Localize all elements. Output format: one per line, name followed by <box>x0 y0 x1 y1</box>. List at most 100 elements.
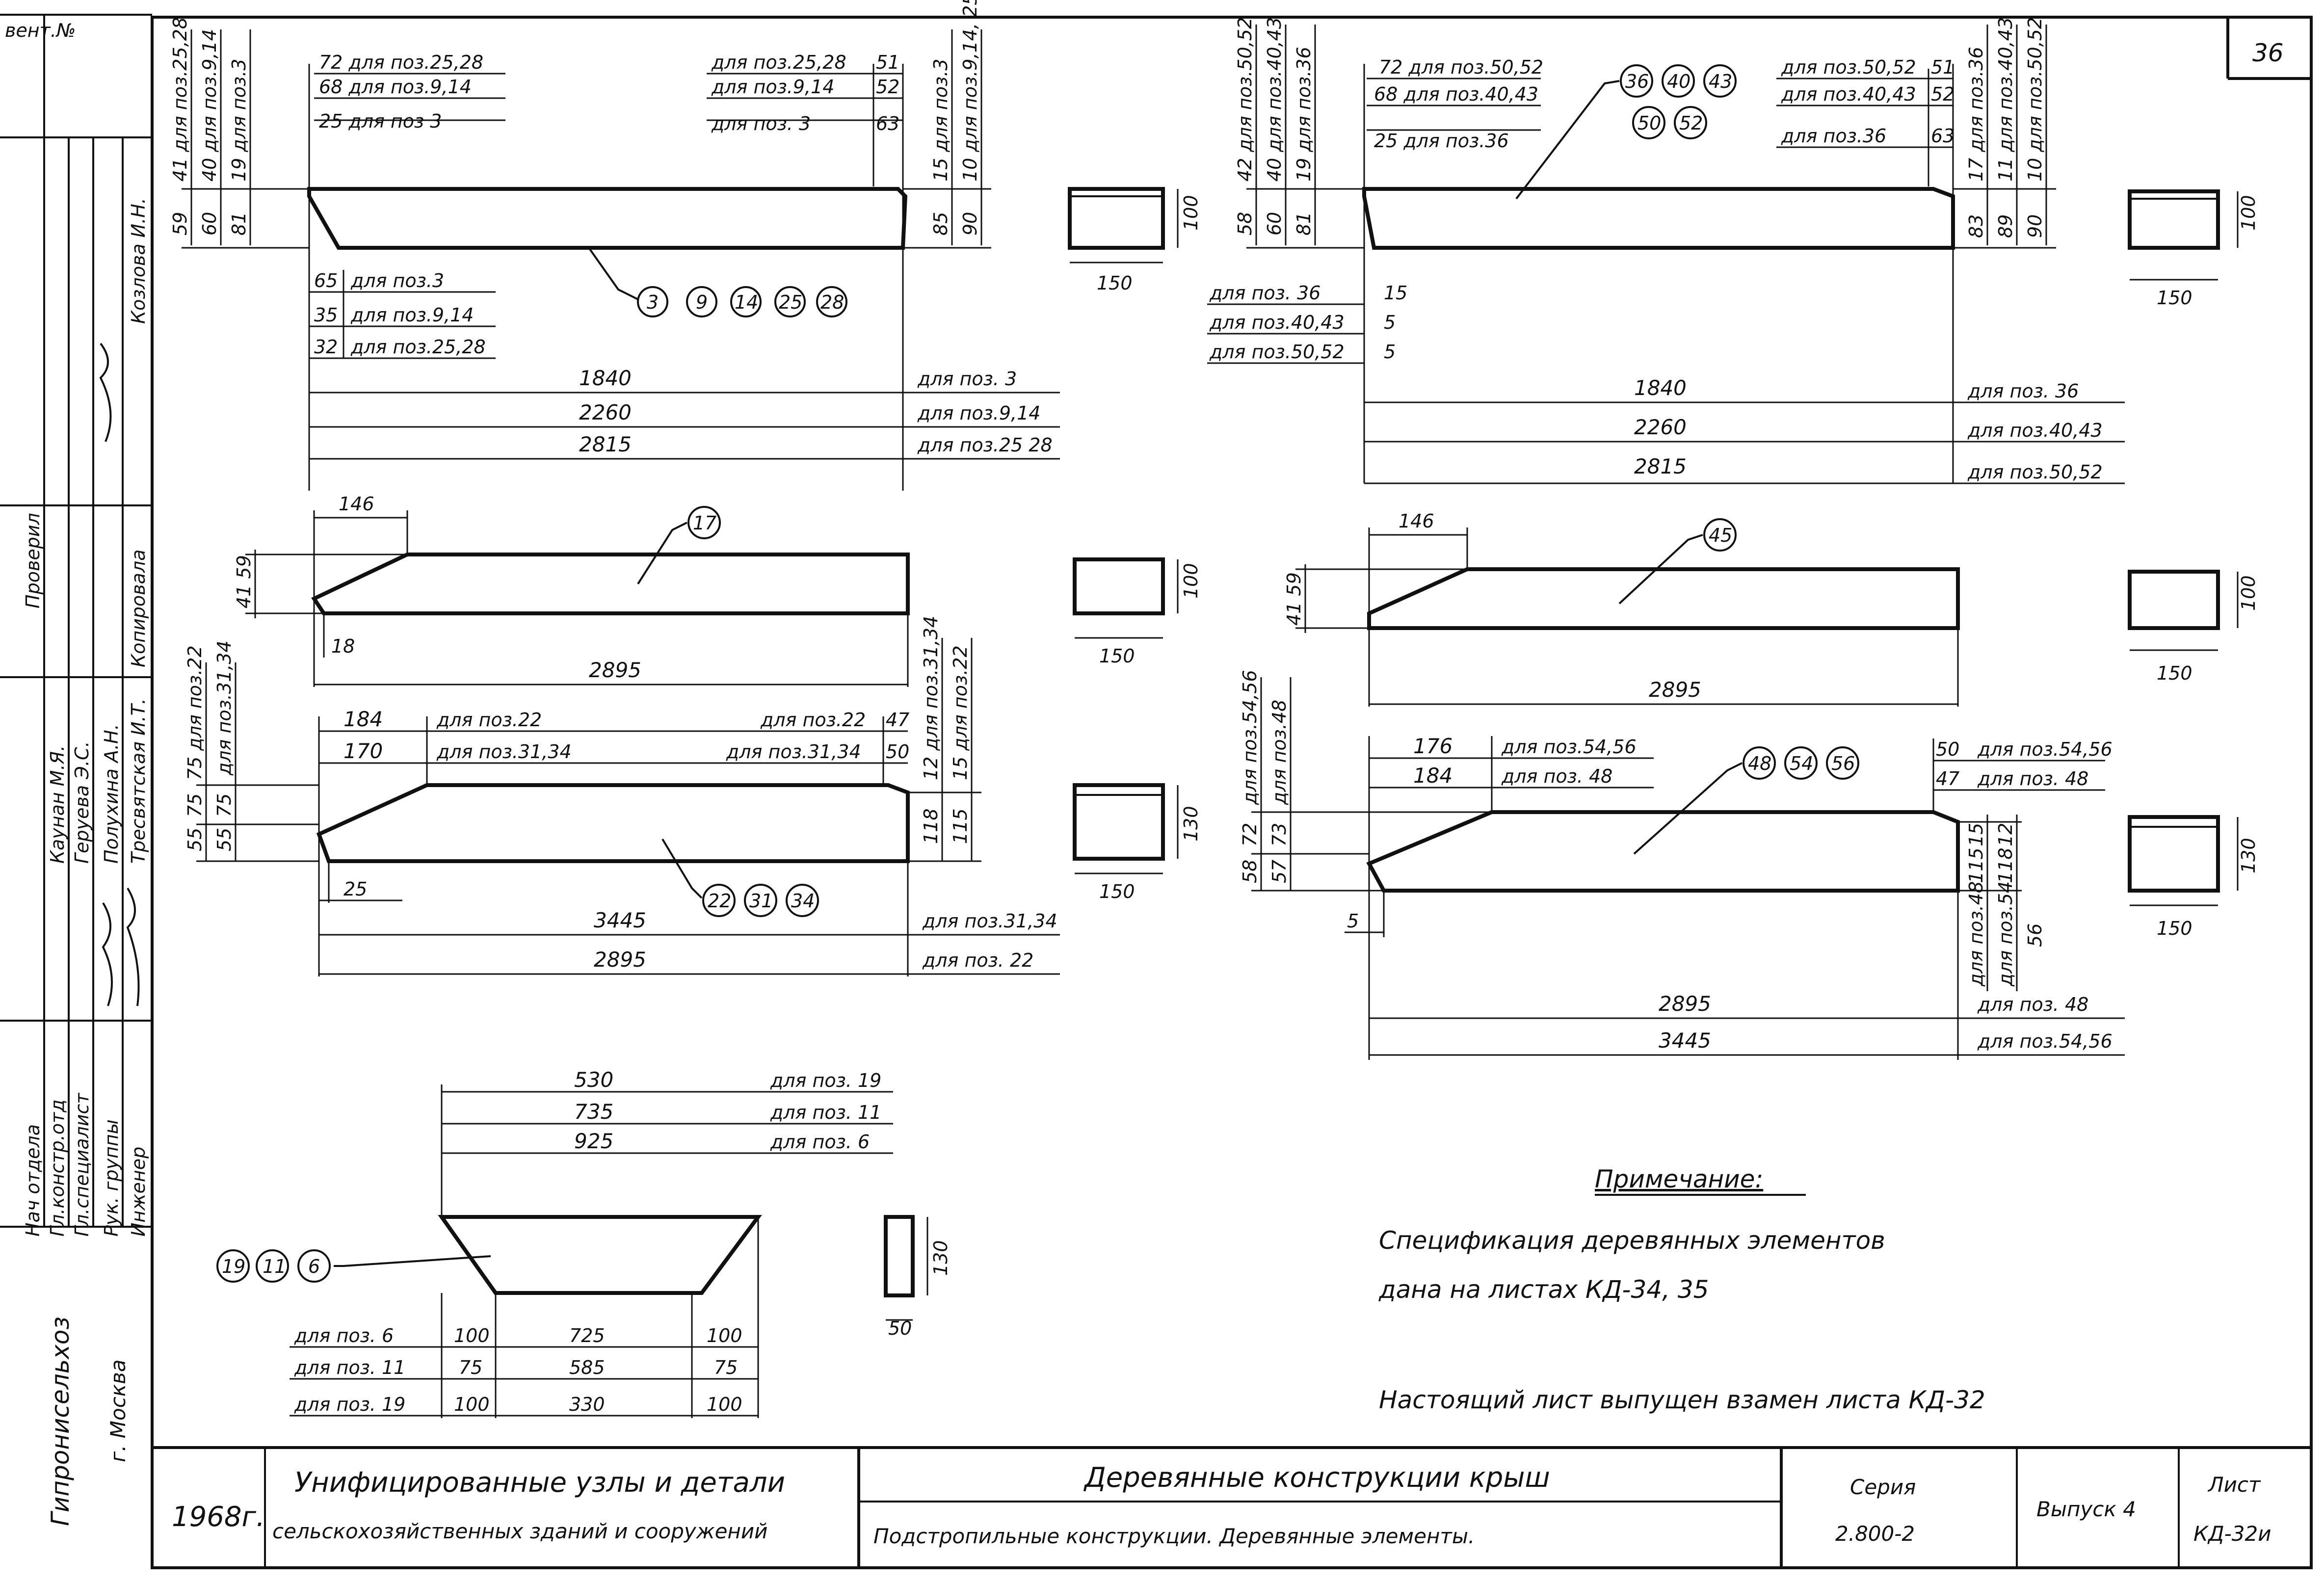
right-v-2: 15 <box>1965 823 1987 846</box>
right-label-1: для поз.48 <box>1965 881 1987 987</box>
row-2-label: для поз. 11 <box>294 1357 405 1378</box>
top-note-1-end: 50 <box>1936 738 1959 760</box>
callout-31 <box>744 884 777 917</box>
left-heights: 41 59 <box>233 555 255 608</box>
name-4: Тресвятская И.Т. <box>128 698 149 864</box>
left-h-2: 60 <box>199 212 220 236</box>
top-note-3-right: для поз.36 <box>1781 125 1886 147</box>
length-2: 2895 <box>594 948 646 972</box>
bottom-note-1-num: 15 <box>1384 282 1407 304</box>
length-1-note: для поз. 3 <box>917 368 1017 390</box>
callout-50 <box>1632 106 1665 139</box>
callout-36 <box>1620 64 1653 98</box>
left-h-3: 81 <box>1293 212 1315 236</box>
right-h-3: 90 <box>2024 214 2046 238</box>
callout-48 <box>1743 746 1776 780</box>
year: 1968г. <box>172 1501 265 1533</box>
length-1-note: для поз.31,34 <box>922 910 1057 932</box>
note-block: Примечание: Спецификация деревянных элем… <box>1378 1165 1985 1414</box>
section-17-height: 100 <box>1180 563 1202 599</box>
top-note-1-end: 47 <box>886 709 909 731</box>
organization: Гипронисельхоз <box>46 1317 75 1526</box>
length-3: 2815 <box>1634 454 1687 478</box>
callout-31-label: 31 <box>749 890 773 912</box>
subject-line-1: Деревянные конструкции крыш <box>1083 1462 1550 1494</box>
length-2895: 2895 <box>1649 678 1701 702</box>
row-3-label: для поз. 19 <box>294 1394 405 1415</box>
dim-184: 184 <box>343 707 383 731</box>
left-v-2: для поз.31,34 <box>213 640 235 776</box>
top-note-1-right: для поз.54,56 <box>1977 738 2113 760</box>
top-note-1-left: для поз.22 <box>436 709 542 731</box>
callout-52 <box>1674 106 1707 139</box>
length-2: 2260 <box>579 400 632 424</box>
row-1-a: 100 <box>454 1325 490 1346</box>
right-h-2: 115 <box>950 808 971 844</box>
callout-54-label: 54 <box>1790 753 1813 774</box>
project-line-1: Унифицированные узлы и детали <box>294 1467 785 1499</box>
signature-strip: вент.№ Нач отдела Гл.констр.отд Гл.специ… <box>0 14 152 1526</box>
name-2: Геруева Э.С. <box>71 741 93 864</box>
section-45 <box>2128 570 2220 630</box>
section-19-width: 50 <box>888 1318 912 1339</box>
notch-18: 18 <box>331 635 355 657</box>
right-v-1: 115 <box>1965 847 1987 883</box>
bottom-note-3-num: 32 <box>314 336 338 358</box>
length-2895: 2895 <box>589 658 641 682</box>
bottom-note-3-text: для поз.25,28 <box>350 336 486 358</box>
length-1: 1840 <box>1634 376 1687 400</box>
bottom-note-2-num: 5 <box>1384 312 1396 333</box>
city: г. Москва <box>106 1359 130 1462</box>
length-1: 1840 <box>579 366 632 390</box>
board-outline <box>311 553 910 615</box>
top-note-3-num: 63 <box>1931 125 1954 147</box>
notch-5: 5 <box>1347 910 1359 932</box>
length-2: 2260 <box>1634 415 1687 439</box>
callout-34-label: 34 <box>791 890 815 912</box>
section-45-width: 150 <box>2157 662 2192 684</box>
role-1: Нач отдела <box>22 1124 44 1237</box>
callout-48-label: 48 <box>1748 753 1771 774</box>
length-1: 3445 <box>594 908 646 932</box>
callout-40-label: 40 <box>1667 71 1690 92</box>
callout-34 <box>786 884 819 917</box>
top-note-1-left: для поз.54,56 <box>1501 736 1637 758</box>
callout-45-label: 45 <box>1709 525 1732 546</box>
section-2 <box>2128 189 2220 250</box>
top-note-2-right: для поз.31,34 <box>726 741 861 763</box>
right-v-3: 10 для поз.50,52 <box>2024 17 2046 182</box>
length-3-note: для поз.25 28 <box>917 434 1053 456</box>
board-outline <box>438 1215 762 1295</box>
section-22 <box>1073 783 1165 861</box>
callout-22 <box>702 884 736 917</box>
series-label: Серия <box>1850 1475 1916 1499</box>
bottom-note-1-num: 65 <box>314 270 338 291</box>
left-v-1: 42 для поз.50,52 <box>1234 17 1256 182</box>
left-v-3: 19 для поз.3 <box>228 59 250 182</box>
bottom-note-1-text: для поз.3 <box>350 270 444 291</box>
right-label-2: для поз.54 <box>1995 881 2016 987</box>
section-22-height: 130 <box>1180 806 1202 842</box>
callout-52-label: 52 <box>1679 112 1703 134</box>
length-2-note: для поз.9,14 <box>917 402 1041 424</box>
note-line-1: Спецификация деревянных элементов <box>1379 1226 1885 1255</box>
sheet-code: КД-32и <box>2193 1522 2271 1546</box>
left-v-2: 40 для поз.40,43 <box>1264 17 1285 182</box>
row-1-b: 100 <box>707 1325 742 1346</box>
left-v-1: 41 для поз.25,28 <box>169 17 191 182</box>
note-line-2: дана на листах КД-34, 35 <box>1378 1275 1709 1304</box>
left-h-1: 58 <box>1239 860 1261 883</box>
section-17-width: 150 <box>1099 645 1135 667</box>
callout-9 <box>686 286 717 317</box>
right-h-2: 89 <box>1995 214 2016 238</box>
bottom-note-2-num: 35 <box>314 304 338 326</box>
top-note-1-left: 72 для поз.25,28 <box>319 52 483 73</box>
length-1-note: для поз. 48 <box>1977 994 2088 1015</box>
right-v-2: 10 для поз.9,14, 25,28 <box>959 0 981 182</box>
callout-9-label: 9 <box>696 291 708 313</box>
right-label-3: 56 <box>2024 923 2046 947</box>
callout-6-label: 6 <box>308 1256 320 1277</box>
top-note-2-left: 68 для поз.9,14 <box>319 76 472 98</box>
sheet-frame <box>151 16 2313 1569</box>
